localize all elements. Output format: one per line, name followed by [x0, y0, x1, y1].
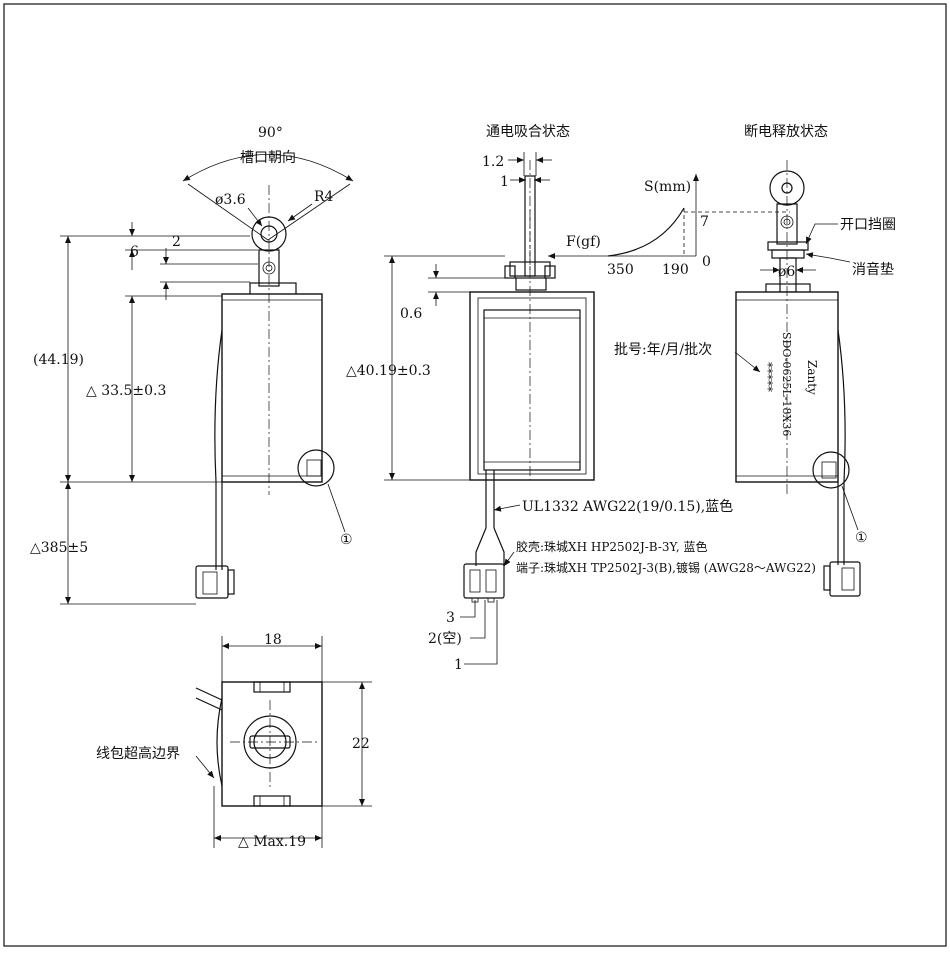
- terminal-spec: 端子:珠城XH TP2502J-3(B),镀锡 (AWG28～AWG22): [516, 560, 816, 575]
- dim-6-left: 6: [130, 244, 139, 260]
- angle-value: 90°: [258, 125, 283, 141]
- force-curve: [607, 207, 685, 257]
- section-view-energized: 通电吸合状态 1.2 1: [346, 124, 816, 673]
- graph-7-label: 7: [700, 214, 709, 230]
- marking-model: SDO-0625L-18X36: [780, 332, 793, 436]
- phi-6-label: ø6: [778, 264, 795, 280]
- pin-2-label: 2(空): [428, 631, 462, 647]
- end-view-body: [221, 681, 323, 807]
- connector-left: [195, 565, 229, 599]
- r4-label: R4: [314, 189, 334, 205]
- coil-center: [483, 309, 581, 471]
- detail-ref-right: ①: [855, 530, 868, 546]
- dim-33-5: △ 33.5±0.3: [86, 383, 166, 399]
- dim-max-19: △ Max.19: [238, 834, 306, 850]
- energized-title: 通电吸合状态: [486, 124, 570, 140]
- phi-3-6-label: ø3.6: [215, 192, 246, 208]
- silencer-pad-label: 消音垫: [852, 261, 894, 278]
- force-stroke-graph: S(mm) F(gf) 7 0 350 190: [548, 174, 790, 278]
- end-view-bottom: 18 22 线包超高边界 △ Max.19: [96, 632, 372, 850]
- housing-spec: 胶壳:珠城XH HP2502J-B-3Y, 蓝色: [516, 539, 708, 554]
- stop-collar-center: [515, 277, 547, 291]
- detail-circle-right: [812, 451, 850, 489]
- dim-18: 18: [264, 632, 282, 648]
- graph-s-label: S(mm): [644, 179, 691, 195]
- solenoid-body-left: [221, 293, 323, 483]
- dim-22: 22: [352, 736, 370, 752]
- slot-direction-label: 槽口朝向: [240, 150, 296, 166]
- dim-385: △385±5: [30, 540, 88, 556]
- side-view-released: 断电释放状态 ① 开口挡圈 消音垫: [614, 124, 896, 597]
- released-title: 断电释放状态: [744, 124, 828, 140]
- page-border: [3, 3, 947, 947]
- angle-arc: [182, 154, 354, 182]
- connector-right: [829, 561, 861, 597]
- graph-190-label: 190: [662, 262, 689, 278]
- marking-stars: *****: [761, 362, 775, 392]
- graph-0-label: 0: [702, 254, 711, 270]
- open-ring-label: 开口挡圈: [840, 217, 896, 233]
- stop-collar: [249, 282, 297, 296]
- silencer-pad-part: [771, 249, 805, 259]
- batch-label: 批号:年/月/批次: [614, 342, 712, 358]
- detail-circle-left: [297, 449, 335, 487]
- detail-ref-left: ①: [340, 532, 353, 548]
- graph-f-label: F(gf): [566, 234, 601, 250]
- wire-spec: UL1332 AWG22(19/0.15),蓝色: [522, 498, 733, 515]
- dim-2: 2: [172, 234, 181, 250]
- dim-1-2: 1.2: [482, 154, 504, 170]
- dim-44-19: (44.19): [33, 352, 84, 368]
- connector-center: [463, 563, 505, 599]
- dim-1: 1: [500, 174, 509, 190]
- graph-350-label: 350: [607, 262, 634, 278]
- coil-boundary-label: 线包超高边界: [96, 745, 180, 762]
- pin-1-label: 1: [454, 657, 463, 673]
- pin-3-label: 3: [446, 610, 455, 626]
- solenoid-body-center: [469, 291, 595, 481]
- dim-0-6: 0.6: [400, 306, 422, 322]
- marking-brand: Zanty: [805, 360, 819, 395]
- side-view-left: 90° 槽口朝向 ø3.6 R4 ①: [30, 125, 354, 605]
- open-ring-part: [767, 241, 809, 251]
- dim-40-19: △40.19±0.3: [346, 363, 431, 379]
